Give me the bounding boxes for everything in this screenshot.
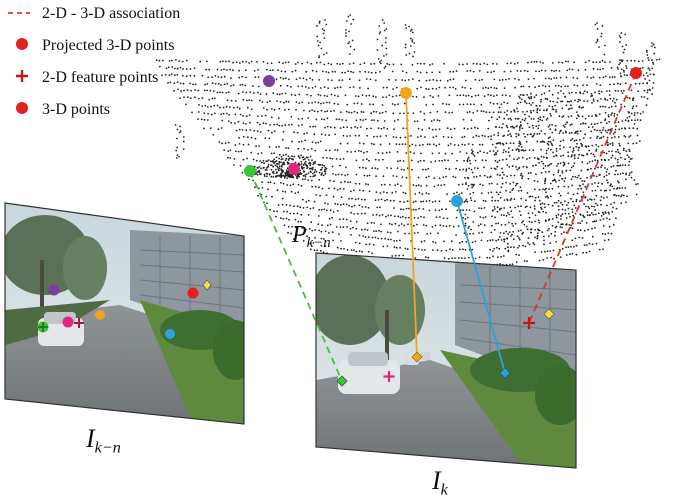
left-feature-green bbox=[38, 322, 48, 332]
point-cloud-label-base: P bbox=[292, 222, 307, 248]
right-feature-green bbox=[336, 375, 348, 387]
right-feature-orange bbox=[411, 351, 423, 363]
association-orange bbox=[405, 92, 418, 358]
legend-item-projected: Projected 3-D points bbox=[8, 34, 238, 66]
right-feature-red bbox=[523, 317, 535, 329]
image-current-label-sub: k bbox=[440, 481, 448, 499]
left-projected-purple bbox=[48, 284, 60, 296]
legend-item-3d-points: 3-D points bbox=[8, 98, 238, 130]
image-current-label: Ik bbox=[432, 466, 448, 500]
legend-3d-points-label: 3-D points bbox=[42, 101, 110, 118]
lidar-point-cloud bbox=[155, 14, 661, 268]
cloud-point-green bbox=[244, 165, 256, 177]
right-image-markers bbox=[336, 308, 555, 387]
legend-projected-icon bbox=[16, 38, 28, 50]
left-projected-orange bbox=[95, 310, 105, 320]
image-current-label-base: I bbox=[432, 466, 441, 495]
cloud-point-magenta bbox=[288, 163, 300, 175]
legend-symbols bbox=[8, 12, 30, 114]
legend-association-label: 2-D - 3-D association bbox=[42, 5, 181, 22]
point-cloud-label-sub: k−n bbox=[306, 235, 331, 252]
cloud-markers bbox=[244, 67, 642, 207]
image-previous-label-sub: k−n bbox=[94, 439, 121, 457]
cloud-point-purple bbox=[263, 75, 275, 87]
legend-item-feature: 2-D feature points bbox=[8, 66, 238, 98]
association-lines bbox=[249, 72, 637, 382]
left-projected-red bbox=[187, 287, 199, 299]
legend-projected-label: Projected 3-D points bbox=[42, 37, 175, 54]
legend-feature-label: 2-D feature points bbox=[42, 69, 159, 86]
cloud-point-blue bbox=[451, 195, 463, 207]
association-red bbox=[528, 72, 637, 324]
right-feature-magenta bbox=[383, 371, 395, 382]
right-feature-yellow bbox=[543, 308, 555, 320]
legend-feature-icon bbox=[16, 70, 28, 82]
image-previous-frame bbox=[4, 202, 245, 425]
image-previous-label: Ik−n bbox=[86, 424, 121, 458]
image-previous-label-base: I bbox=[86, 424, 95, 453]
legend-3d-point-icon bbox=[16, 102, 28, 114]
legend-item-association: 2-D - 3-D association bbox=[8, 2, 238, 34]
association-blue bbox=[456, 200, 506, 374]
image-current-frame bbox=[315, 252, 577, 469]
cloud-point-red bbox=[630, 67, 642, 79]
right-feature-blue bbox=[499, 367, 511, 379]
left-feature-magenta bbox=[74, 318, 84, 328]
left-feature-yellow bbox=[202, 279, 212, 291]
point-cloud-label: Pk−n bbox=[292, 222, 331, 252]
left-projected-magenta bbox=[62, 316, 74, 328]
left-projected-blue bbox=[165, 329, 175, 339]
legend: 2-D - 3-D association Projected 3-D poin… bbox=[8, 2, 238, 130]
left-image-markers bbox=[37, 279, 212, 339]
cloud-point-orange bbox=[400, 87, 412, 99]
association-green bbox=[249, 170, 343, 382]
